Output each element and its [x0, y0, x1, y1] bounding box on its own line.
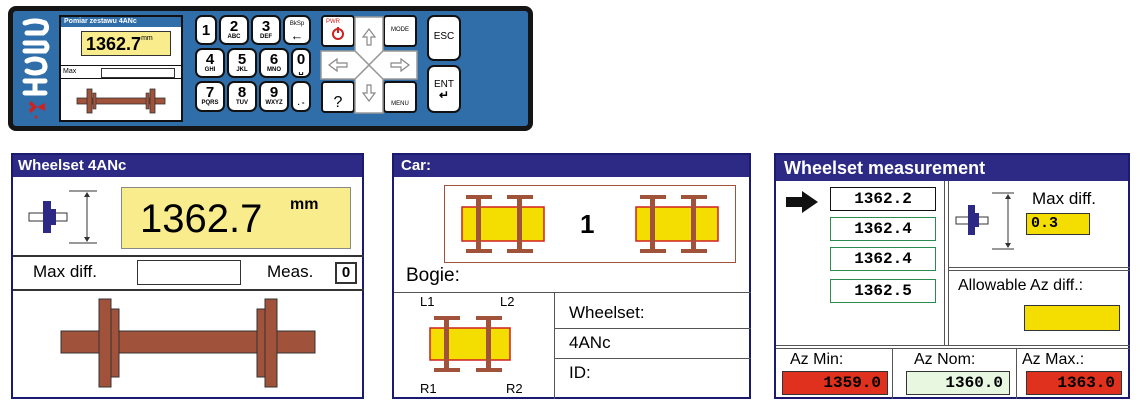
arrow-left-button[interactable]: [321, 51, 355, 79]
label-r2: R2: [506, 381, 523, 396]
max-diff-value: 0.3: [1026, 213, 1090, 235]
screen-title: Pomiar zestawu 4ANc: [61, 17, 181, 27]
screen-value: 1362.7: [86, 34, 142, 54]
meas-count: 0: [335, 262, 357, 284]
screen-max-field: [101, 68, 175, 78]
wheelset-unit: mm: [290, 196, 319, 213]
wheelset-width-icon: [28, 190, 97, 244]
wheelset-value: 1362.7: [140, 197, 263, 241]
max-diff-field: [137, 260, 241, 285]
label-r1: R1: [420, 381, 437, 396]
graw-logo: ★: [17, 15, 55, 122]
panel-title: Wheelset measurement: [776, 155, 1128, 181]
allowable-diff-value: [1024, 305, 1120, 331]
allowable-diff-label: Allowable Az diff.:: [958, 277, 1084, 294]
az-min-label: Az Min:: [790, 351, 844, 368]
screen-value-display: 1362.7mm: [81, 31, 171, 56]
power-icon: [332, 27, 344, 40]
wheelset-width-icon: [955, 192, 1014, 250]
bogie-detail-icon: [429, 316, 511, 372]
az-nom-label: Az Nom:: [914, 351, 976, 368]
max-diff-label: Max diff.: [33, 262, 97, 281]
key-dot[interactable]: . -: [291, 81, 311, 112]
az-max-value: 1363.0: [1026, 371, 1122, 395]
measurement-panel: Wheelset measurement 1362.2 1362.4 1362.…: [774, 153, 1130, 399]
panel-title: Car:: [394, 155, 749, 177]
screen-unit: mm: [141, 35, 153, 42]
panel-title: Wheelset 4ANc: [13, 155, 362, 177]
label-l1: L1: [420, 294, 435, 309]
help-button[interactable]: ?: [321, 81, 355, 113]
backspace-arrow-icon: ←: [290, 28, 304, 43]
key-backspace[interactable]: BkSp←: [283, 15, 311, 45]
az-max-label: Az Max.:: [1022, 351, 1085, 368]
screen-max-label: Max: [63, 68, 77, 75]
arrow-up-button[interactable]: [355, 15, 383, 49]
car-outline: [444, 185, 736, 263]
measurement-value-4: 1362.5: [830, 279, 936, 303]
meas-label: Meas.: [267, 262, 314, 281]
measurement-value-3: 1362.4: [830, 247, 936, 271]
menu-button[interactable]: MENU: [383, 81, 417, 113]
screen-axle-icon: [76, 88, 166, 114]
bogie-right-icon: [635, 195, 719, 253]
measurement-value-2: 1362.4: [830, 217, 936, 241]
screen-max-row: Max: [61, 65, 181, 79]
id-label: ID:: [569, 363, 591, 382]
label-l2: L2: [500, 294, 515, 309]
space-icon: ␣: [298, 66, 304, 75]
enter-arrow-icon: ↵: [438, 88, 450, 102]
az-nom-value: 1360.0: [906, 371, 1010, 395]
value-display: 1362.7 mm: [121, 187, 351, 249]
measurement-value-1: 1362.2: [830, 187, 936, 211]
key-0[interactable]: 0␣: [291, 48, 311, 78]
device-screen: Pomiar zestawu 4ANc 1362.7mm Max: [59, 15, 183, 122]
car-panel: Car: 1 Bogie: L1 L2 R1 R2 Wheelset: 4ANc…: [392, 153, 751, 399]
wheelset-panel: Wheelset 4ANc 1362.7 mm Max diff. Meas. …: [11, 153, 364, 399]
arrow-right-button[interactable]: [383, 51, 417, 79]
bogie-label: Bogie:: [406, 265, 460, 286]
axle-icon: [60, 298, 316, 388]
svg-text:★: ★: [33, 114, 38, 121]
car-number: 1: [580, 209, 595, 239]
mode-button[interactable]: MODE: [383, 15, 417, 47]
bogie-left-icon: [461, 195, 545, 253]
current-row-arrow-icon: [786, 191, 818, 213]
wheelset-value: 4ANc: [569, 333, 611, 352]
direction-pad: [320, 16, 418, 114]
enter-button[interactable]: ENT↵: [427, 65, 461, 113]
wheelset-label: Wheelset:: [569, 303, 645, 322]
max-diff-label: Max diff.: [1032, 189, 1096, 208]
az-min-value: 1359.0: [782, 371, 888, 395]
power-button[interactable]: PWR: [321, 15, 355, 47]
esc-button[interactable]: ESC: [427, 15, 461, 61]
arrow-down-button[interactable]: [355, 79, 383, 113]
key-1[interactable]: 1: [195, 15, 217, 45]
